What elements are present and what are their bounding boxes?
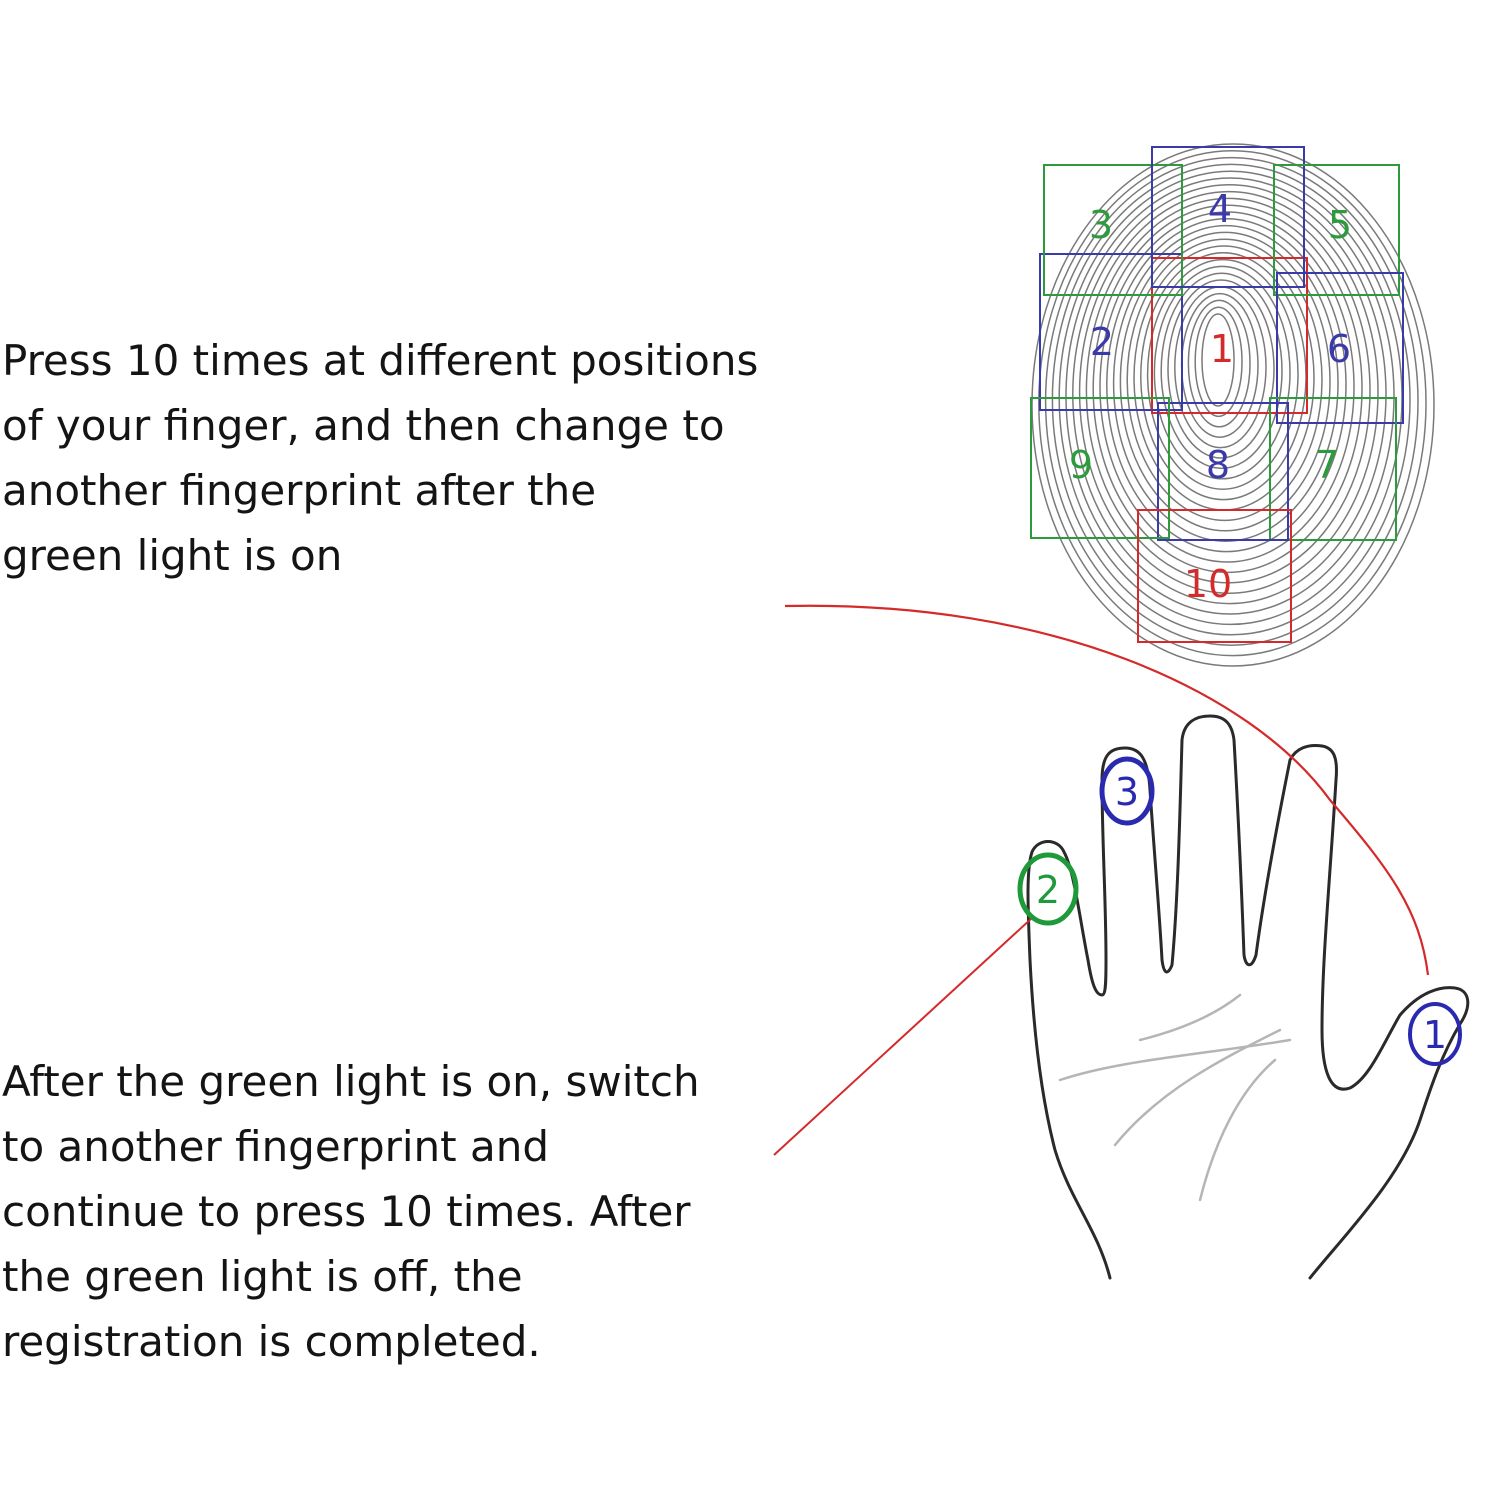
finger-marker-ring: [1099, 756, 1155, 826]
fingerprint-ridge: [1160, 272, 1283, 470]
fingerprint-ridge: [1119, 231, 1331, 532]
finger-marker-ring: [1408, 1002, 1462, 1066]
region-label-9: 9: [1069, 443, 1093, 487]
fingerprint-region-boxes: [1030, 146, 1404, 643]
fingerprint-ridge: [1085, 197, 1371, 584]
finger-marker-3: 3: [1099, 756, 1155, 826]
fingerprint-region-labels: 1 2 3 4 5 6 7 8 9 10: [1069, 187, 1352, 606]
region-box-4: [1151, 146, 1305, 288]
region-label-1: 1: [1210, 327, 1234, 371]
finger-marker-ring: [1017, 852, 1079, 926]
instruction-line: another fingerprint after the: [2, 466, 597, 515]
fingerprint-ridge: [1072, 184, 1387, 605]
region-box-7: [1269, 397, 1397, 541]
fingerprint-ridge: [1099, 211, 1355, 563]
instruction-line: green light is on: [2, 531, 343, 580]
region-label-5: 5: [1328, 203, 1352, 247]
palm-crease-lower: [1198, 1058, 1277, 1202]
fingerprint-ridge: [1146, 258, 1299, 490]
fingerprint-ridge: [1167, 279, 1275, 459]
region-box-10: [1137, 509, 1292, 643]
region-box-6: [1276, 272, 1404, 424]
fingerprint-ridge: [1112, 224, 1339, 542]
region-box-2: [1039, 253, 1183, 411]
fingerprint-ridge: [1201, 313, 1235, 407]
instruction-switch-fingerprint: After the green light is on, switch to a…: [2, 1049, 700, 1374]
instruction-line: registration is completed.: [2, 1317, 541, 1366]
fingerprint-illustration: 1 2 3 4 5 6 7 8 9 10: [1030, 143, 1435, 667]
fingerprint-ridges: [1031, 143, 1435, 667]
region-label-4: 4: [1208, 187, 1232, 231]
region-label-8: 8: [1206, 443, 1230, 487]
fingerprint-ridge: [1153, 265, 1291, 480]
region-label-7: 7: [1315, 443, 1339, 487]
connector-fingerprint-to-thumb: [784, 604, 1430, 976]
instruction-line: After the green light is on, switch: [2, 1057, 700, 1106]
instruction-line: Press 10 times at different positions: [2, 336, 759, 385]
fingerprint-ridge: [1187, 299, 1251, 428]
fingerprint-ridge: [1106, 218, 1347, 553]
palm-crease-top: [1138, 993, 1242, 1042]
region-label-6: 6: [1327, 327, 1351, 371]
palm-crease-upper: [1058, 1038, 1292, 1082]
hand-outline: [1026, 714, 1470, 1280]
finger-marker-label: 3: [1115, 770, 1139, 814]
fingerprint-ridge: [1078, 190, 1379, 594]
finger-marker-label: 1: [1423, 1013, 1447, 1057]
connector-text-to-finger-2: [773, 917, 1033, 1156]
region-label-3: 3: [1089, 203, 1113, 247]
region-box-5: [1273, 164, 1400, 296]
instruction-line: of your finger, and then change to: [2, 401, 725, 450]
fingerprint-ridge: [1044, 156, 1419, 646]
instruction-press-ten-times: Press 10 times at different positions of…: [2, 328, 758, 588]
region-label-2: 2: [1090, 320, 1114, 364]
region-box-8: [1157, 402, 1289, 541]
region-box-3: [1043, 164, 1183, 296]
region-label-10: 10: [1184, 562, 1232, 606]
fingerprint-ridge: [1065, 177, 1395, 615]
finger-marker-1: 1: [1408, 1002, 1462, 1066]
instruction-line: continue to press 10 times. After: [2, 1187, 691, 1236]
fingerprint-ridge: [1126, 238, 1323, 522]
region-box-1: [1151, 257, 1308, 414]
fingerprint-ridge: [1092, 204, 1363, 574]
hand-illustration: [1026, 714, 1470, 1280]
finger-marker-label: 2: [1036, 868, 1060, 912]
fingerprint-ridge: [1194, 306, 1243, 418]
region-box-9: [1030, 397, 1170, 539]
instruction-line: the green light is off, the: [2, 1252, 523, 1301]
fingerprint-ridge: [1038, 150, 1427, 657]
instruction-line: to another fingerprint and: [2, 1122, 550, 1171]
fingerprint-ridge: [1051, 163, 1411, 636]
palm-crease-middle: [1113, 1028, 1282, 1147]
finger-marker-2: 2: [1017, 852, 1079, 926]
